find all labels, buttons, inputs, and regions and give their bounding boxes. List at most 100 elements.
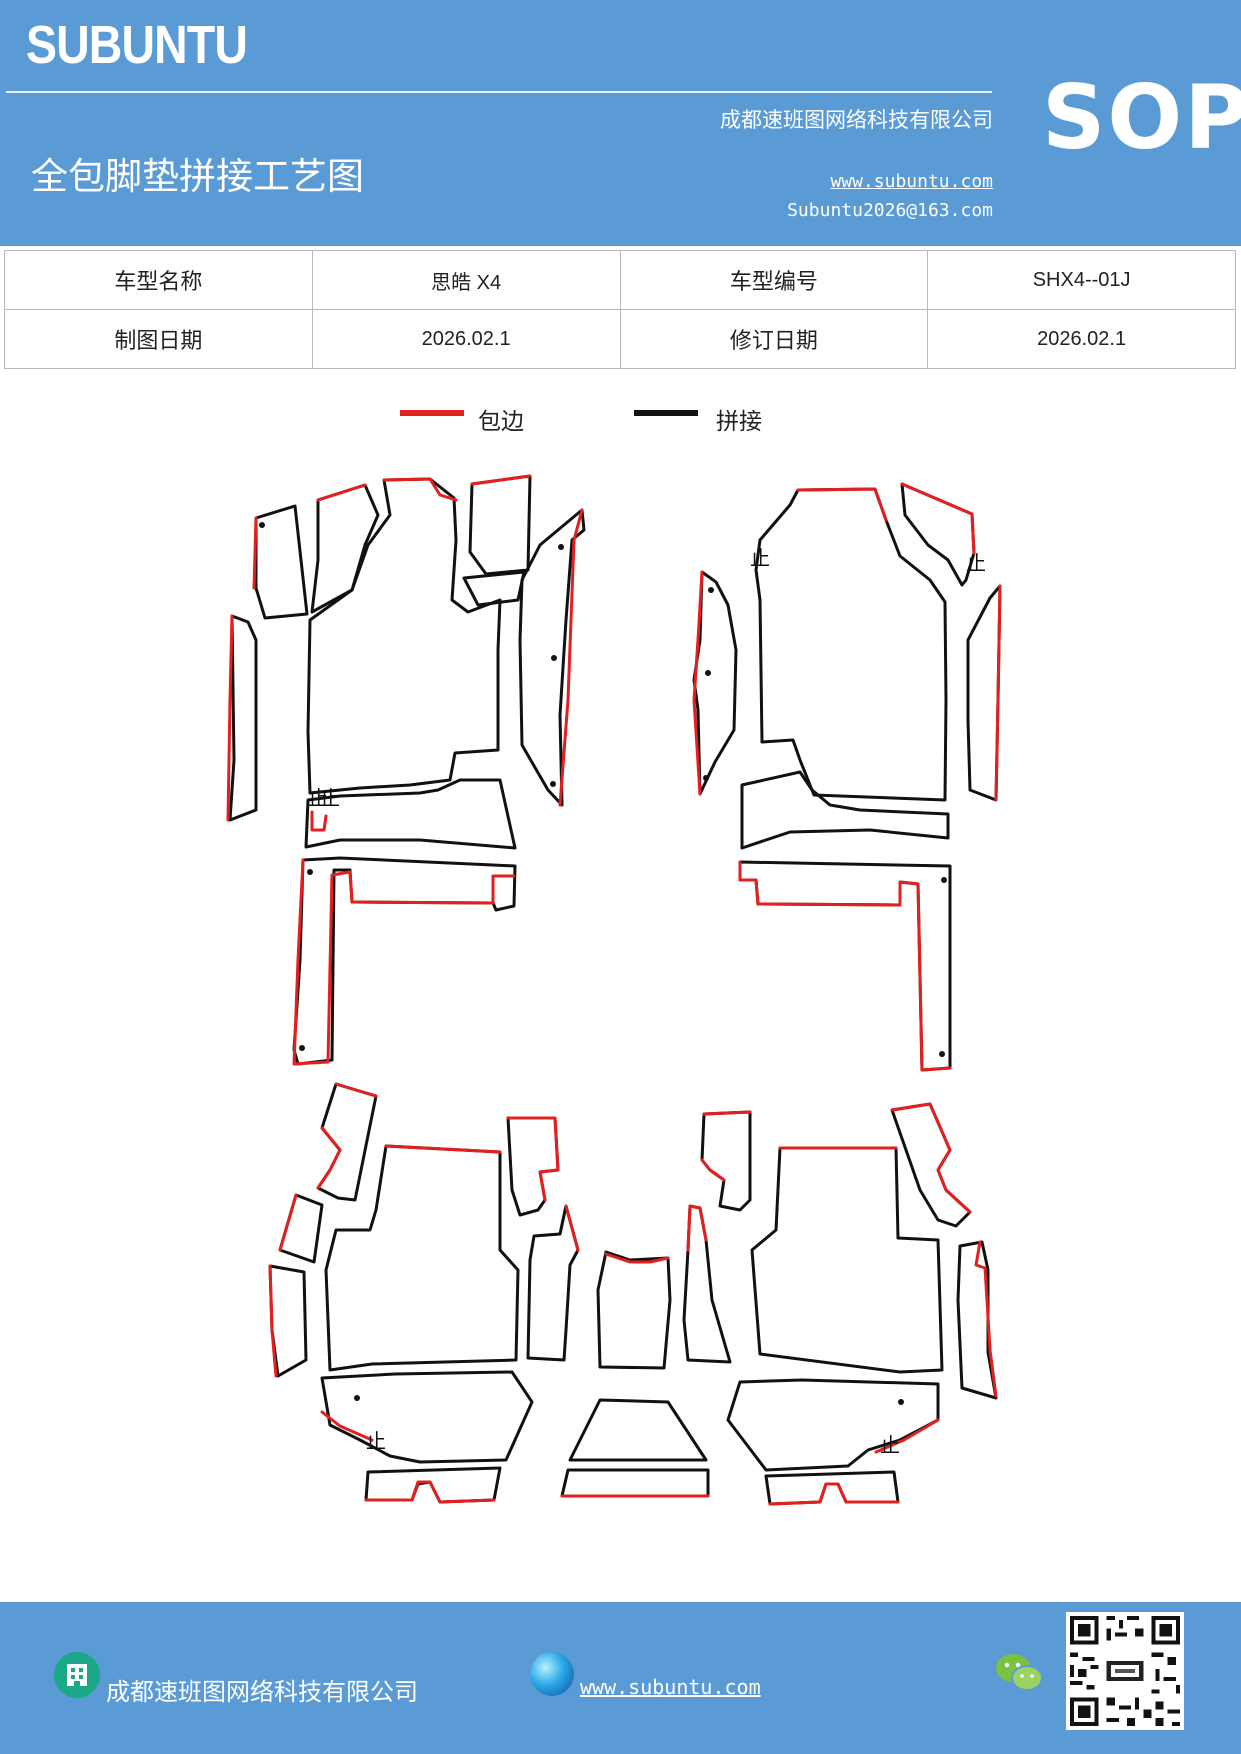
- front-right-mat-group: 止 止: [692, 482, 1002, 1072]
- model-code-label: 车型编号: [619, 250, 929, 310]
- stop-mark: 止: [308, 786, 328, 810]
- info-table: 车型名称 思皓 X4 车型编号 SHX4--01J 制图日期 2026.02.1…: [4, 250, 1236, 369]
- mat-piece: [252, 516, 258, 590]
- mat-piece: [470, 474, 532, 486]
- mat-piece: [254, 504, 309, 620]
- mat-piece: [740, 770, 950, 850]
- mat-piece: [292, 858, 516, 1066]
- mat-piece: [682, 1204, 732, 1364]
- building-icon: [54, 1652, 100, 1698]
- mat-piece: [228, 614, 258, 822]
- rivet-dot: [558, 544, 564, 550]
- mat-piece: [384, 1144, 502, 1154]
- mat-piece: [596, 1250, 672, 1370]
- mat-piece: [738, 860, 952, 1072]
- rivet-dot: [551, 655, 557, 661]
- mat-piece: [320, 1370, 534, 1464]
- mat-piece: [320, 1410, 374, 1442]
- mat-piece: [994, 584, 1002, 802]
- qr-code: [1066, 1612, 1184, 1730]
- page-title: 全包脚垫拼接工艺图: [31, 155, 364, 198]
- mat-piece: [750, 1146, 944, 1374]
- header-email: Subuntu2026@163.com: [787, 200, 993, 221]
- stop-mark: 止: [320, 786, 340, 810]
- mat-piece: [226, 614, 234, 822]
- header-company: 成都速班图网络科技有限公司: [720, 108, 993, 132]
- footer-website-link[interactable]: www.subuntu.com: [580, 1675, 761, 1699]
- revise-date-label: 修订日期: [619, 309, 929, 369]
- mat-piece: [796, 487, 888, 522]
- draw-date-value: 2026.02.1: [311, 309, 621, 369]
- mat-piece: [974, 1240, 998, 1398]
- mat-piece: [558, 508, 584, 807]
- mat-piece: [468, 474, 532, 576]
- mat-piece: [686, 1204, 708, 1252]
- mat-piece: [310, 810, 328, 832]
- mat-piece: [700, 1110, 752, 1212]
- mat-piece: [462, 570, 526, 607]
- stop-mark: 止: [366, 1429, 386, 1453]
- mat-piece: [568, 1398, 708, 1462]
- mat-piece: [726, 1378, 940, 1472]
- mat-piece: [506, 1116, 560, 1217]
- mat-piece: [324, 1144, 520, 1372]
- rivet-dot: [550, 781, 556, 787]
- header-website-link[interactable]: www.subuntu.com: [830, 171, 993, 192]
- mat-piece: [874, 1418, 940, 1454]
- wechat-icon[interactable]: [994, 1650, 1044, 1696]
- mat-piece: [316, 1082, 378, 1190]
- mat-piece: [382, 477, 458, 502]
- rivet-dot: [299, 1045, 305, 1051]
- mat-piece: [754, 487, 948, 802]
- model-code-value: SHX4--01J: [927, 250, 1236, 310]
- revise-date-value: 2026.02.1: [927, 309, 1236, 369]
- mat-piece: [890, 1102, 972, 1228]
- mat-piece: [560, 1468, 710, 1498]
- mat-piece: [306, 477, 502, 795]
- legend-edge-swatch: [400, 410, 464, 416]
- model-name-value: 思皓 X4: [311, 250, 621, 310]
- footer-company: 成都速班图网络科技有限公司: [106, 1678, 418, 1706]
- rivet-dot: [259, 522, 265, 528]
- front-left-mat-group: 止 止: [226, 474, 586, 1066]
- rear-mat-group: 止 止: [268, 1082, 998, 1506]
- mat-piece: [692, 570, 704, 796]
- rivet-dot: [939, 1051, 945, 1057]
- mat-piece: [764, 1470, 900, 1506]
- rivet-dot: [708, 587, 714, 593]
- draw-date-label: 制图日期: [4, 309, 313, 369]
- stop-mark: 止: [880, 1433, 900, 1457]
- mat-piece: [316, 1082, 378, 1202]
- rivet-dot: [941, 877, 947, 883]
- mat-piece: [768, 1482, 900, 1506]
- stop-mark: 止: [966, 551, 986, 575]
- footer-banner: 成都速班图网络科技有限公司 www.subuntu.com: [0, 1602, 1241, 1754]
- sop-badge: SOP: [1042, 66, 1241, 169]
- table-row: 车型名称 思皓 X4 车型编号 SHX4--01J: [4, 250, 1236, 310]
- mat-piece: [506, 1116, 560, 1202]
- globe-icon: [530, 1652, 574, 1696]
- table-row: 制图日期 2026.02.1 修订日期 2026.02.1: [4, 309, 1236, 369]
- rivet-dot: [703, 775, 709, 781]
- mat-piece: [890, 1102, 972, 1214]
- rivet-dot: [354, 1395, 360, 1401]
- mat-piece: [700, 1110, 752, 1182]
- mat-piece: [268, 1264, 278, 1378]
- model-name-label: 车型名称: [4, 250, 313, 310]
- mat-piece: [900, 482, 976, 555]
- legend-edge-label: 包边: [478, 409, 524, 435]
- mat-piece: [304, 778, 517, 850]
- legend-join-label: 拼接: [716, 409, 762, 435]
- mat-piece: [526, 1204, 580, 1362]
- mat-piece: [364, 1480, 496, 1504]
- rivet-dot: [898, 1399, 904, 1405]
- stop-mark: 止: [750, 546, 770, 570]
- mat-piece: [316, 483, 367, 502]
- rivet-dot: [307, 869, 313, 875]
- header-divider: [6, 91, 992, 93]
- brand-logo: SUBUNTU: [26, 15, 248, 75]
- mat-piece: [604, 1252, 670, 1264]
- rivet-dot: [705, 670, 711, 676]
- mat-piece: [278, 1193, 298, 1252]
